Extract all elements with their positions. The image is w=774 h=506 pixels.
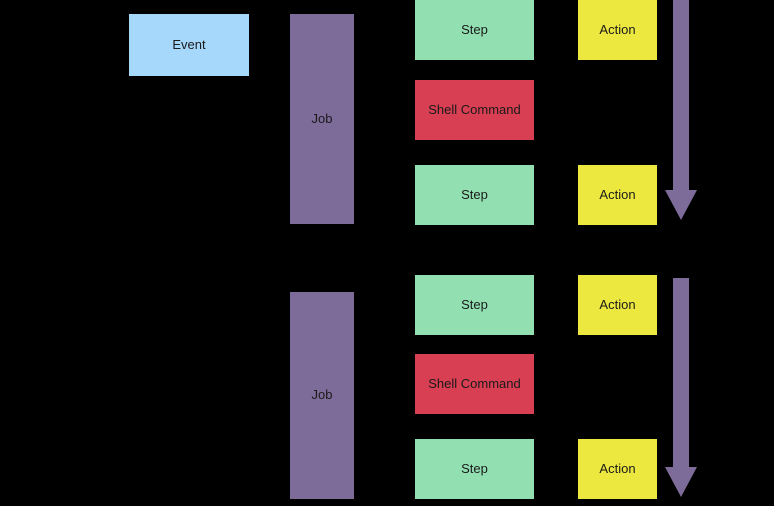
node-job-box: Job bbox=[290, 14, 354, 224]
node-step-box: Step bbox=[415, 439, 534, 499]
node-label: Shell Command bbox=[428, 101, 521, 117]
node-label: Step bbox=[461, 186, 488, 202]
node-label: Event bbox=[172, 36, 206, 52]
node-label: Action bbox=[599, 21, 636, 37]
flow-arrow-down-icon bbox=[663, 278, 699, 497]
node-label: Step bbox=[461, 296, 488, 312]
node-label: Action bbox=[599, 186, 636, 202]
flow-arrow-down-icon bbox=[663, 0, 699, 220]
node-action-box: Action bbox=[578, 275, 657, 335]
node-step-box: Step bbox=[415, 0, 534, 60]
node-action-box: Action bbox=[578, 439, 657, 499]
node-action-box: Action bbox=[578, 165, 657, 225]
node-label: Step bbox=[461, 460, 488, 476]
node-step-box: Step bbox=[415, 275, 534, 335]
node-shell-box: Shell Command bbox=[415, 80, 534, 140]
node-event-box: Event bbox=[129, 14, 249, 76]
node-step-box: Step bbox=[415, 165, 534, 225]
node-label: Shell Command bbox=[428, 375, 521, 391]
node-action-box: Action bbox=[578, 0, 657, 60]
node-label: Action bbox=[599, 296, 636, 312]
node-shell-box: Shell Command bbox=[415, 354, 534, 414]
node-label: Job bbox=[311, 110, 333, 126]
node-job-box: Job bbox=[290, 292, 354, 499]
node-label: Step bbox=[461, 21, 488, 37]
node-label: Action bbox=[599, 460, 636, 476]
node-label: Job bbox=[311, 387, 333, 403]
